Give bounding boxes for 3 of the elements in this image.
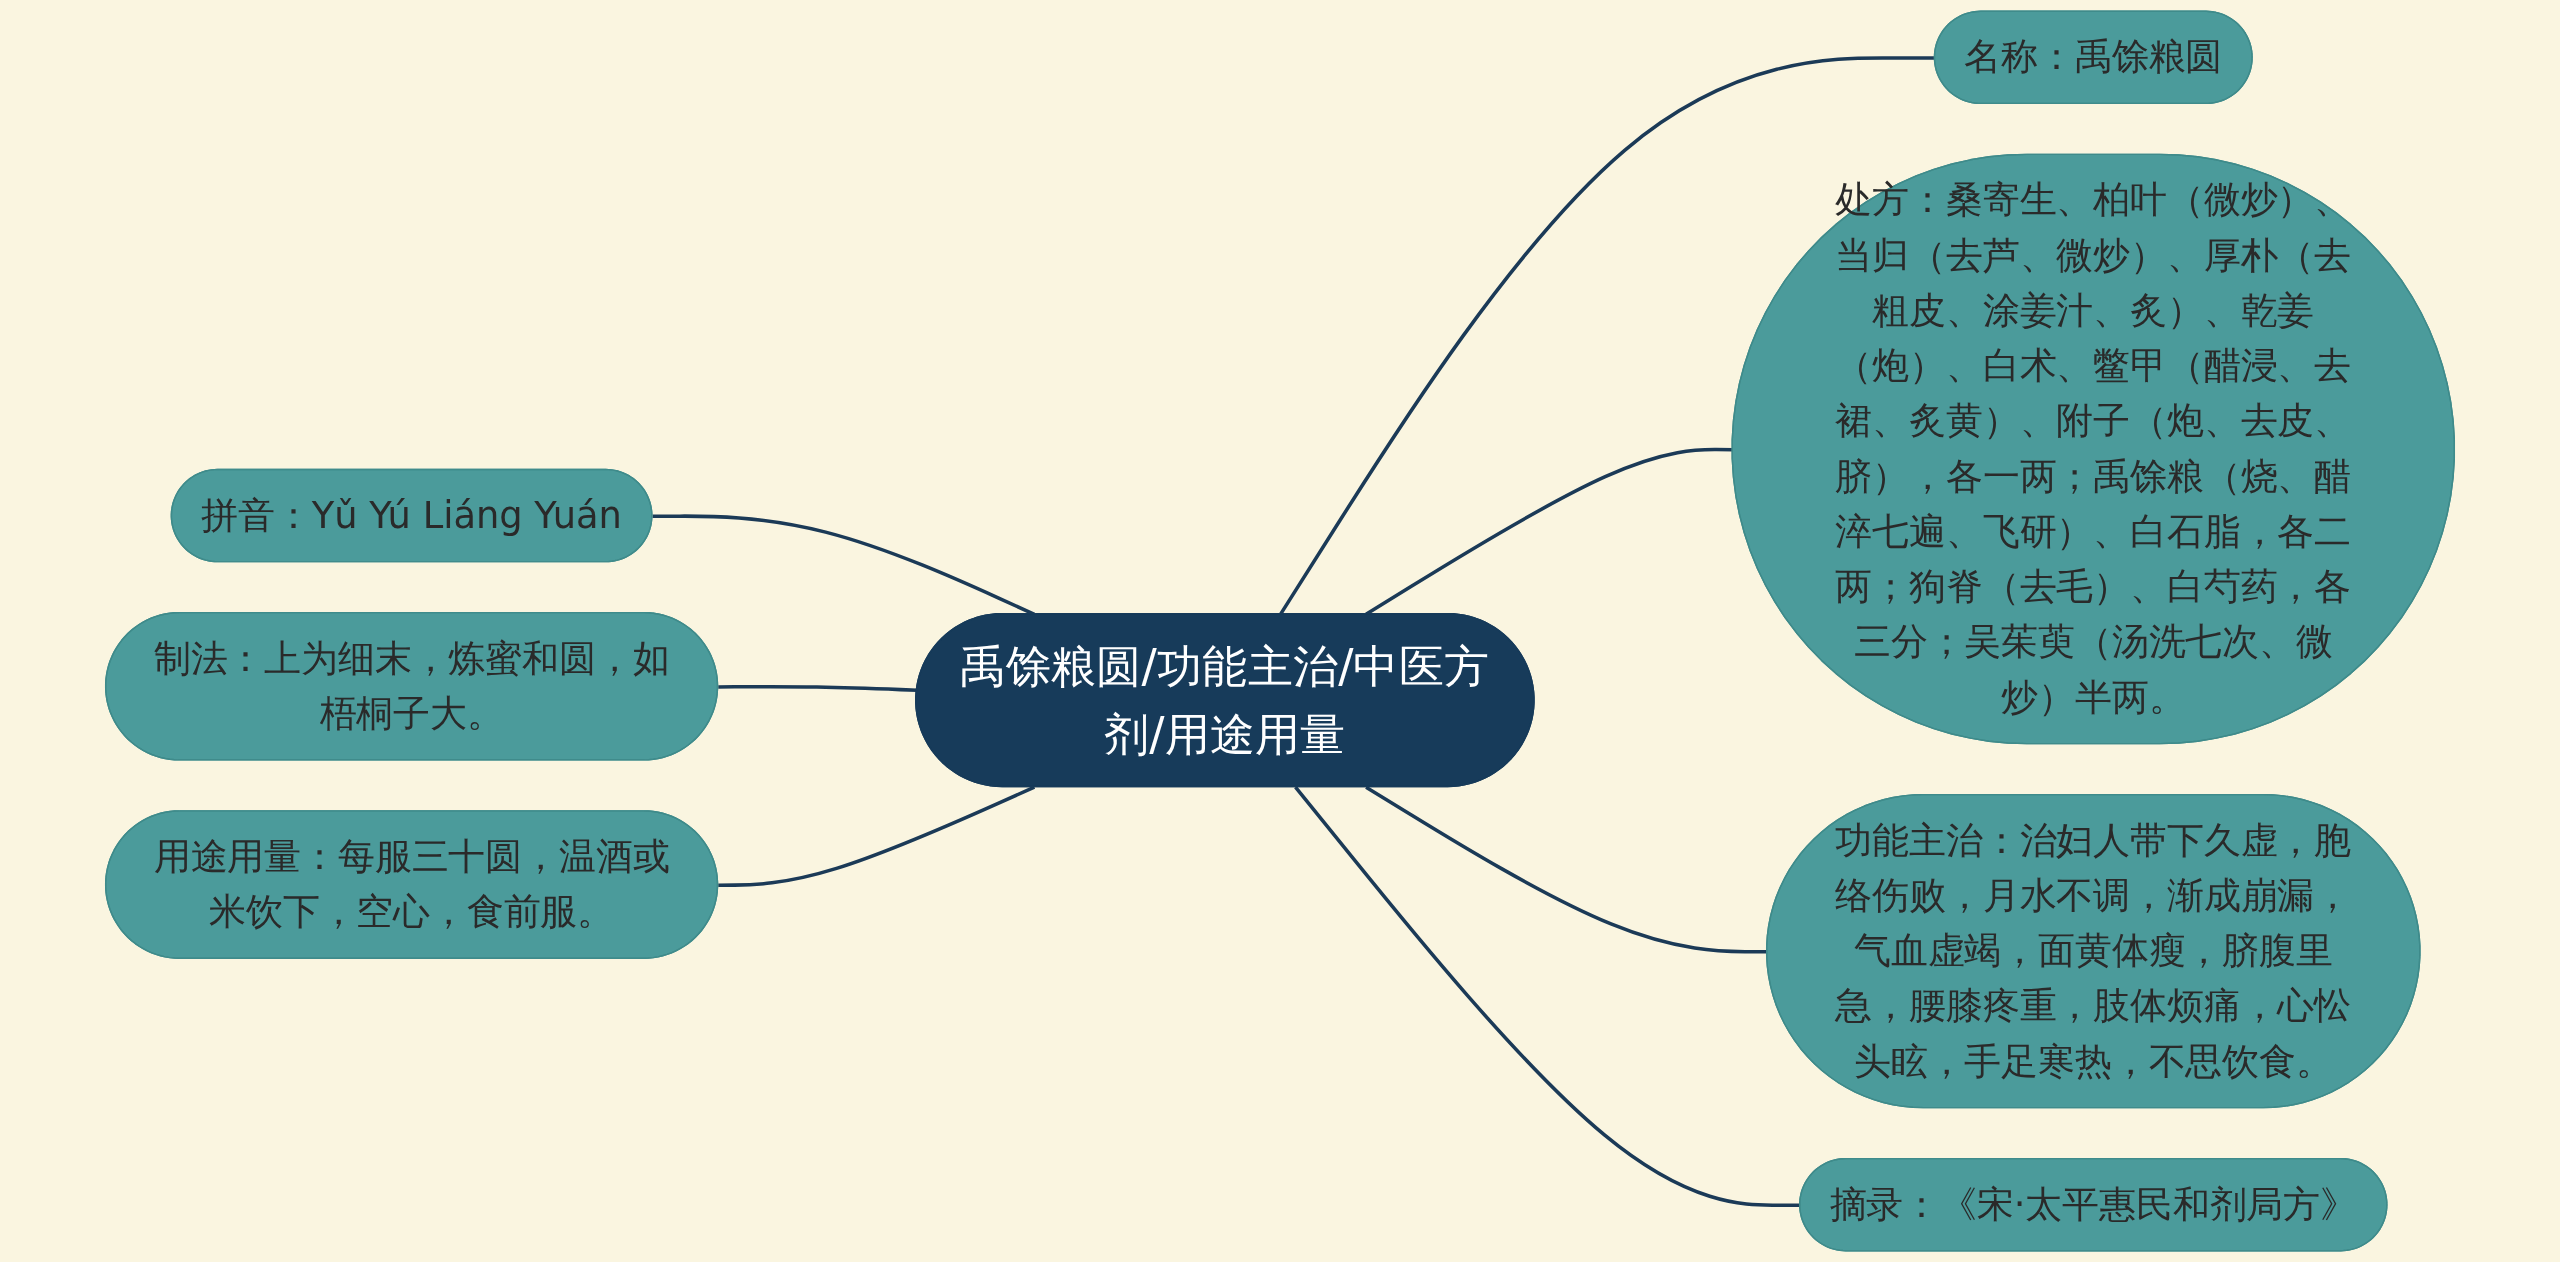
connector xyxy=(1294,786,1801,1208)
connector xyxy=(718,785,1036,887)
connector xyxy=(718,684,918,693)
